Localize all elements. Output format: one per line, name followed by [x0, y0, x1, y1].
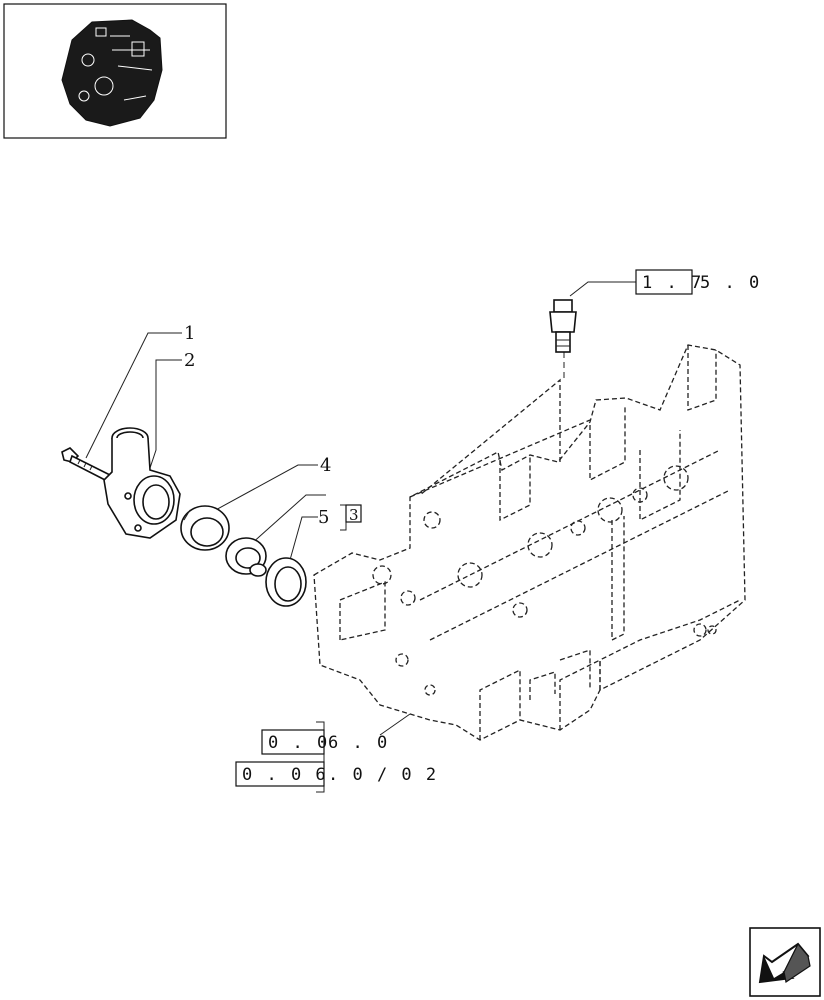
thermostat	[225, 537, 267, 577]
next-page-arrow-icon[interactable]	[749, 927, 821, 997]
head-ref-b-rest: . 0 / 0 2	[328, 765, 438, 785]
callout-4: 4	[320, 455, 331, 476]
leader-lines	[85, 281, 636, 793]
gasket	[265, 557, 307, 607]
head-ref-a-rest: 6 . 0	[328, 733, 389, 753]
head-reference-a[interactable]: 0 . 0 6 . 0	[261, 729, 389, 755]
sensor-ref-rest: 5 . 0	[700, 273, 761, 293]
callout-3: 3	[349, 506, 359, 524]
callout-1: 1	[184, 323, 195, 344]
temperature-sensor	[549, 299, 577, 353]
thermostat-housing	[103, 427, 181, 539]
sensor-ref-boxed: 1 . 7	[642, 273, 703, 293]
seal-ring	[180, 505, 230, 551]
callout-labels: 1 2 4 5 3	[184, 323, 362, 528]
engine-thumbnail-icon[interactable]	[3, 3, 227, 139]
head-ref-b-boxed: 0 . 0 6	[242, 765, 328, 785]
bolt	[61, 447, 114, 484]
callout-5: 5	[318, 507, 329, 528]
cylinder-head	[313, 344, 746, 741]
head-reference-b[interactable]: 0 . 0 6 . 0 / 0 2	[235, 761, 438, 787]
head-ref-a-boxed: 0 . 0	[268, 733, 329, 753]
callout-3-box	[345, 504, 362, 523]
sensor-reference[interactable]: 1 . 7 5 . 0	[635, 269, 761, 295]
callout-2: 2	[184, 350, 195, 371]
